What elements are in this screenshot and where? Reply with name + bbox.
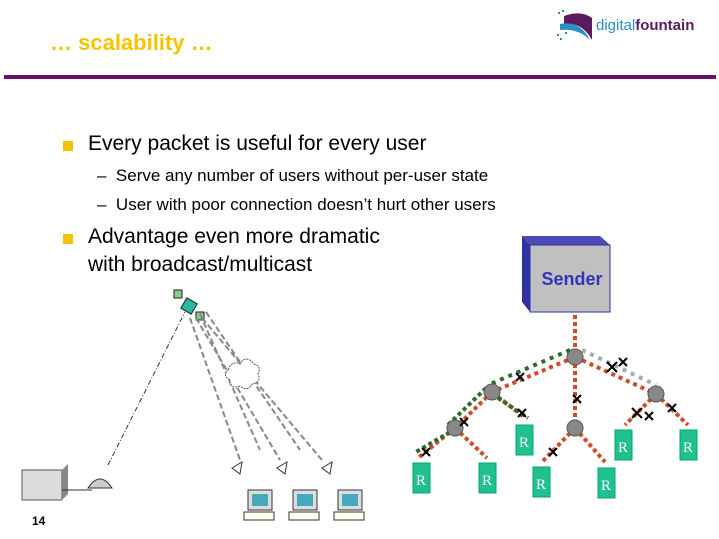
page-number: 14 <box>32 514 46 528</box>
title-divider <box>4 75 716 79</box>
bullet-2-line2: with broadcast/multicast <box>88 253 313 276</box>
routers <box>446 348 665 437</box>
digital-fountain-logo: digitalfountain <box>556 6 716 46</box>
slide-title: … scalability … <box>50 30 213 55</box>
sub-bullet-2: – User with poor connection doesn’t hurt… <box>97 195 496 214</box>
downlink-beams <box>189 311 323 461</box>
cloud-icon <box>224 358 260 390</box>
receiver-label: R <box>482 473 492 489</box>
packet-loss-x-icons <box>421 357 677 457</box>
receiver-dishes <box>231 461 333 475</box>
receiver-label: R <box>683 440 693 456</box>
bullet-2: Advantage even more dramatic <box>88 225 380 248</box>
bullet-icon <box>63 234 73 244</box>
receivers <box>412 424 698 499</box>
sender-label: Sender <box>541 269 602 289</box>
receiver-label: R <box>416 473 426 489</box>
receiver-label: R <box>519 435 529 451</box>
sub-bullet-1: – Serve any number of users without per-… <box>97 166 489 185</box>
broadcast-illustration <box>21 289 365 521</box>
receiver-label: R <box>618 440 628 456</box>
uplink-dish-icon <box>87 478 113 489</box>
receiver-label: R <box>536 477 546 493</box>
source-server-icon <box>21 469 63 501</box>
bullet-1: Every packet is useful for every user <box>88 132 427 155</box>
bullet-icon <box>63 141 73 151</box>
packet-links-red <box>416 315 690 464</box>
computers-icon <box>243 489 365 521</box>
logo-text: digitalfountain <box>596 17 695 34</box>
uplink-beam <box>107 311 186 466</box>
multicast-tree: R R R R R R R Sender <box>412 236 698 499</box>
receiver-label: R <box>601 478 611 494</box>
satellite-icon <box>173 289 205 321</box>
fountain-logo-icon <box>557 10 592 40</box>
sender-box <box>529 244 611 313</box>
